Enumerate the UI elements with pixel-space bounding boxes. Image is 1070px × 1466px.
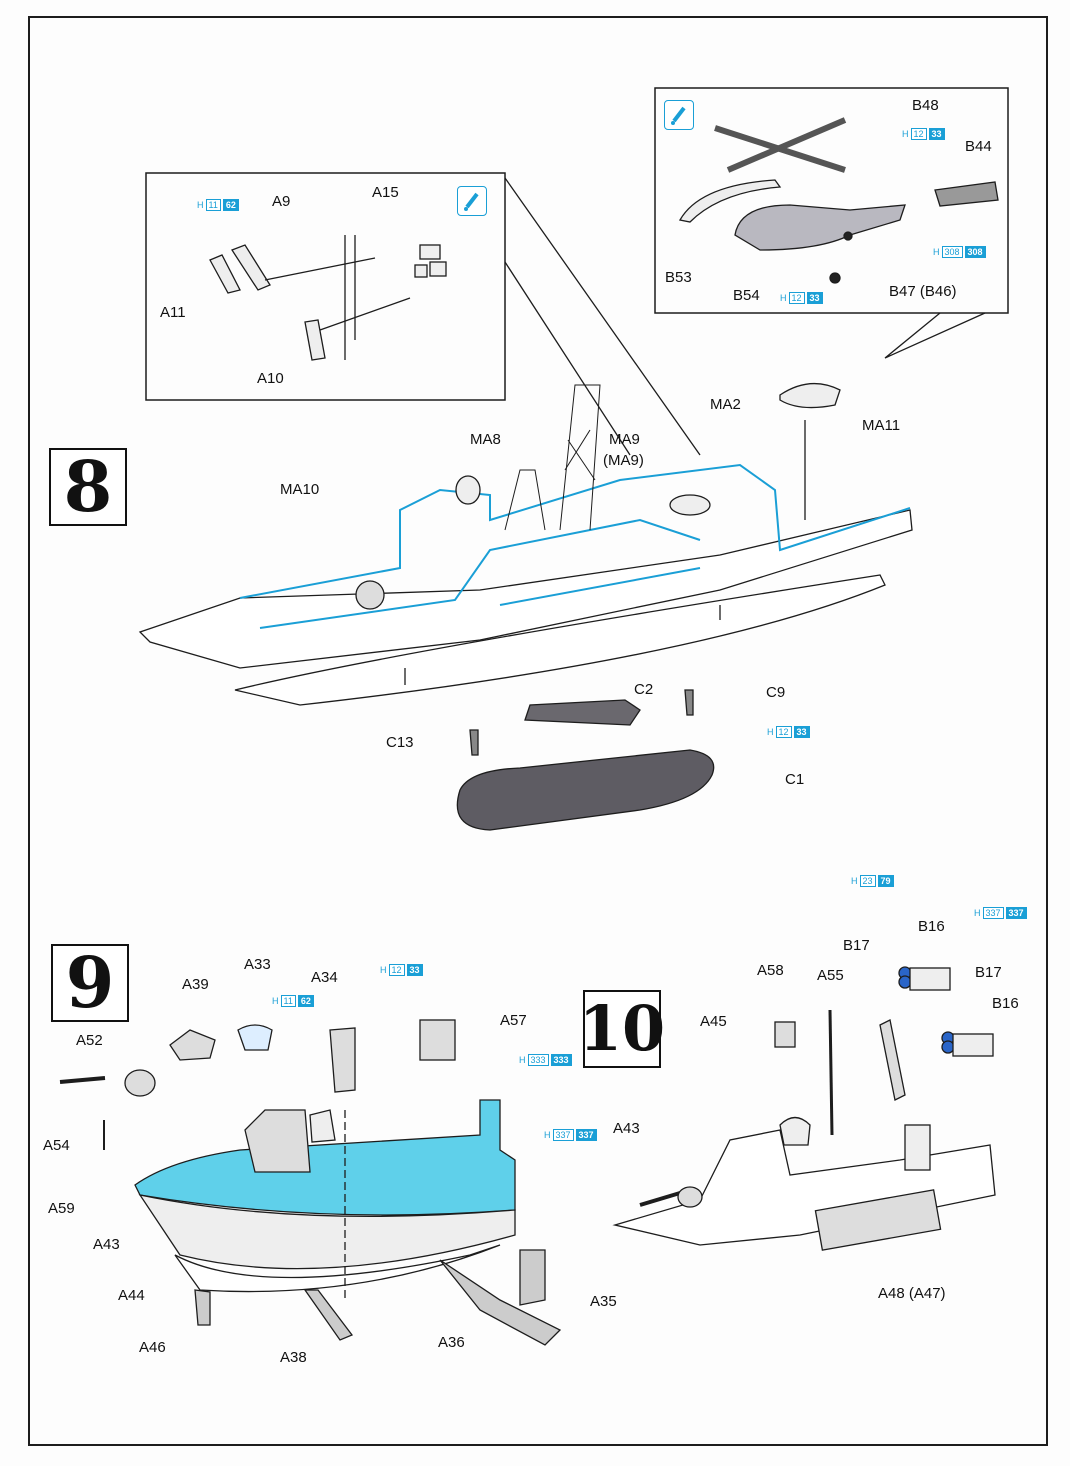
- part-label: A38: [280, 1349, 307, 1366]
- part-label: A46: [139, 1339, 166, 1356]
- part-label: B44: [965, 138, 992, 155]
- part-label: B53: [665, 269, 692, 286]
- part-label: (MA9): [603, 452, 644, 469]
- part-label: A43: [93, 1236, 120, 1253]
- part-label: A36: [438, 1334, 465, 1351]
- part-label: MA10: [280, 481, 320, 498]
- part-label: MA9: [609, 431, 640, 448]
- part-label: A15: [372, 184, 399, 201]
- part-label: C2: [634, 681, 654, 698]
- mast-parts: [209, 235, 447, 361]
- part-label: B47 (B46): [889, 283, 957, 300]
- ship-step10: [612, 966, 996, 1251]
- part-label: A11: [160, 304, 186, 321]
- step-number-8: 8: [49, 448, 127, 526]
- paint-tip-icon: [664, 100, 694, 130]
- step-number-9: 9: [51, 944, 129, 1022]
- part-label: A52: [76, 1032, 103, 1049]
- inset-helicopter-detail: [654, 87, 1009, 314]
- part-label: C9: [766, 684, 786, 701]
- part-label: A59: [48, 1200, 75, 1217]
- part-label: MA8: [470, 431, 501, 448]
- part-label: B48: [912, 97, 939, 114]
- part-label: A9: [272, 193, 291, 210]
- part-label: A35: [590, 1293, 617, 1310]
- part-label: A48 (A47): [878, 1285, 946, 1302]
- part-label: A55: [817, 967, 844, 984]
- part-label: A57: [500, 1012, 527, 1029]
- ship-hull-step8: [138, 382, 913, 706]
- part-label: C1: [785, 771, 805, 788]
- part-label: A54: [43, 1137, 70, 1154]
- part-label: C13: [386, 734, 414, 751]
- part-label: B17: [843, 937, 870, 954]
- callout-line: [504, 177, 701, 456]
- part-label: B54: [733, 287, 760, 304]
- part-label: A45: [700, 1013, 727, 1030]
- helicopter: [678, 117, 999, 284]
- part-label: A10: [257, 370, 284, 387]
- display-stand: [456, 689, 715, 831]
- part-label: A33: [244, 956, 271, 973]
- paint-tip-icon: [457, 186, 487, 216]
- part-label: A58: [757, 962, 784, 979]
- part-label: B16: [918, 918, 945, 935]
- inset-mast-detail: [145, 172, 506, 401]
- part-label: A39: [182, 976, 209, 993]
- part-label: B17: [975, 964, 1002, 981]
- part-label: B16: [992, 995, 1019, 1012]
- part-label: A34: [311, 969, 338, 986]
- callout-line: [504, 261, 631, 456]
- step-number-10: 10: [579, 990, 665, 1068]
- part-label: MA11: [862, 417, 901, 434]
- part-label: A44: [118, 1287, 145, 1304]
- part-label: A43: [613, 1120, 640, 1137]
- ship-step9: [59, 1019, 562, 1346]
- part-label: MA2: [710, 396, 741, 413]
- page-border: [28, 16, 1048, 1446]
- callout-line: [884, 312, 986, 359]
